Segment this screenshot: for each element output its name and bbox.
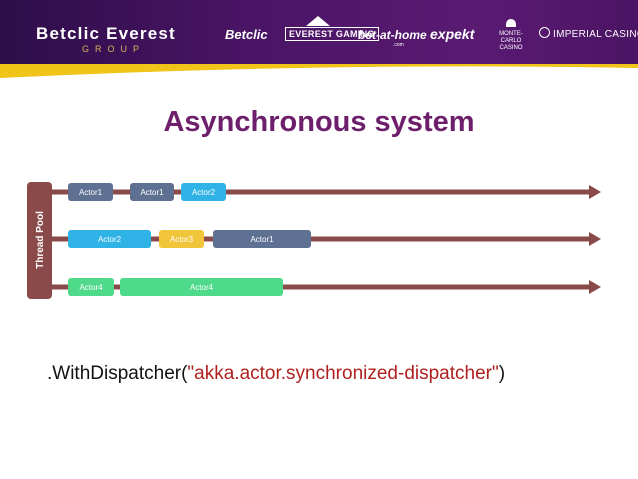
monte-carlo-logo: MONTE-CARLO CASINO	[499, 31, 523, 51]
arrow-head-icon	[589, 232, 601, 246]
thread-pool-label: Thread Pool	[35, 211, 46, 269]
actor-box	[68, 278, 114, 296]
slide-title: Asynchronous system	[163, 106, 475, 138]
thread-lane-line	[50, 189, 591, 195]
expekt-logo: expekt	[430, 26, 475, 42]
header-bar	[0, 0, 638, 64]
actor-label: Actor4	[79, 283, 103, 292]
actor-label: Actor1	[250, 235, 274, 244]
actor-label: Actor1	[140, 188, 164, 197]
actor-box	[181, 183, 226, 201]
actor-box	[130, 183, 174, 201]
actor-label: Actor2	[192, 188, 216, 197]
actor-box	[213, 230, 311, 248]
thread-lane-line	[50, 236, 591, 242]
actor-label: Actor4	[190, 283, 214, 292]
thread-pool-bar	[27, 182, 52, 299]
dispatcher-code: .WithDispatcher("akka.actor.synchronized…	[47, 363, 505, 385]
everest-gaming-logo: EVEREST GAMING	[285, 27, 379, 41]
actor-box	[68, 183, 113, 201]
actor-box	[120, 278, 283, 296]
actor-box	[68, 230, 151, 248]
bet-at-home-suffix: .com	[393, 42, 404, 48]
code-suffix: )	[498, 363, 506, 384]
code-prefix: .WithDispatcher(	[47, 363, 188, 384]
actor-label: Actor1	[79, 188, 103, 197]
imperial-ring-icon	[539, 27, 550, 38]
actor-label: Actor3	[170, 235, 194, 244]
everest-peak-icon	[306, 16, 330, 26]
betclic-logo: Betclic	[225, 27, 268, 42]
thread-lane-line	[50, 284, 591, 290]
gold-band	[0, 64, 638, 78]
brand-group: GROUP	[82, 44, 146, 54]
brand-name: Betclic Everest	[36, 24, 176, 43]
code-string: "akka.actor.synchronized-dispatcher"	[187, 363, 499, 384]
arrow-head-icon	[589, 185, 601, 199]
imperial-casino-logo: IMPERIAL CASINO	[553, 29, 638, 40]
monte-carlo-crown-icon	[506, 19, 516, 27]
actor-box	[159, 230, 204, 248]
arrow-head-icon	[589, 280, 601, 294]
actor-label: Actor2	[98, 235, 122, 244]
bet-at-home-logo: bet-at-home	[358, 28, 427, 42]
